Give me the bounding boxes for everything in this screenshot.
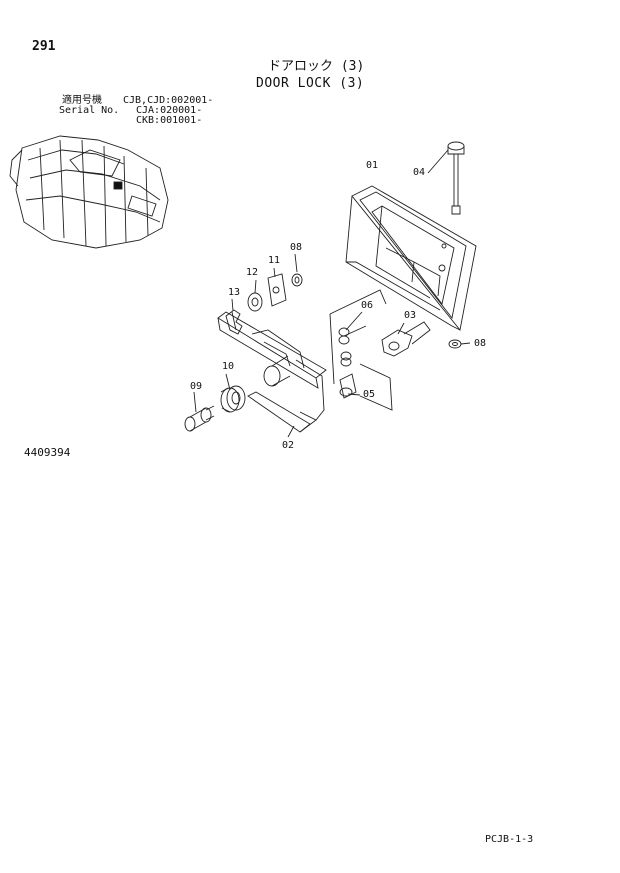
page-code: PCJB-1-3 — [485, 834, 534, 845]
callout-03: 03 — [404, 310, 417, 321]
part-05-lever — [339, 373, 357, 399]
callout-01: 01 — [366, 160, 379, 171]
part-08-washers — [291, 273, 462, 349]
callout-08-right: 08 — [474, 338, 487, 349]
serial-label-english: Serial No. — [59, 105, 120, 116]
machine-thumbnail — [9, 135, 169, 249]
part-13-clip — [225, 309, 243, 335]
callout-10: 10 — [222, 361, 235, 372]
part-06-spring — [338, 325, 367, 367]
callout-06: 06 — [361, 300, 374, 311]
callout-08-top: 08 — [290, 242, 303, 253]
part-09-cylinder — [184, 405, 215, 432]
serial-label-japanese: 適用号機 — [62, 95, 102, 106]
serial-range-3: CKB:001001- — [136, 115, 203, 126]
callout-11: 11 — [268, 255, 281, 266]
part-11-plate — [267, 273, 287, 307]
callout-09: 09 — [190, 381, 203, 392]
page-number: 291 — [32, 39, 56, 54]
leader-lines — [193, 149, 471, 438]
part-03-latch — [381, 321, 431, 357]
serial-range-2: CJA:020001- — [136, 105, 203, 116]
callout-12: 12 — [246, 267, 259, 278]
serial-range-1: CJB,CJD:002001- — [123, 95, 214, 106]
figure-id: 4409394 — [24, 446, 71, 459]
title-english: DOOR LOCK (3) — [256, 76, 365, 91]
part-10-bushing — [220, 385, 246, 413]
callout-13: 13 — [228, 287, 241, 298]
part-12-washer — [247, 292, 263, 312]
callout-04: 04 — [413, 167, 426, 178]
part-01-lock-housing — [345, 185, 477, 332]
callout-02: 02 — [282, 440, 295, 451]
title-japanese: ドアロック (3) — [268, 59, 365, 74]
callout-05: 05 — [363, 389, 376, 400]
part-04-pin — [447, 141, 465, 215]
part-02-bracket — [217, 289, 393, 433]
